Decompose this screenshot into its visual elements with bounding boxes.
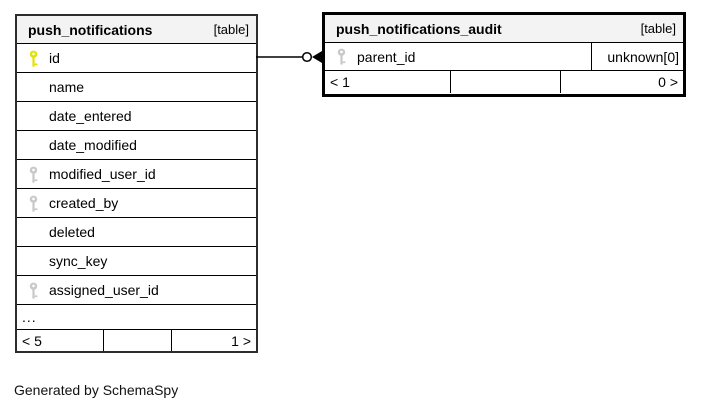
- column-name: id: [49, 50, 60, 66]
- arrowhead-icon: [312, 51, 322, 63]
- column-name: date_entered: [49, 108, 132, 124]
- column-row-sync-key: sync_key: [17, 247, 256, 276]
- column-row-assigned-user-id: assigned_user_id: [17, 276, 256, 305]
- table-footer: < 1 0 >: [325, 71, 683, 93]
- column-name: created_by: [49, 195, 119, 211]
- column-row-name: name: [17, 73, 256, 102]
- zero-cardinality-circle: [301, 51, 313, 63]
- column-name: deleted: [49, 224, 95, 240]
- column-name: assigned_user_id: [49, 282, 159, 298]
- column-name: modified_user_id: [49, 166, 156, 182]
- footer-spacer: [103, 330, 173, 351]
- column-row-id: id: [17, 44, 256, 73]
- generated-by-caption: Generated by SchemaSpy: [14, 382, 179, 398]
- foreign-key-icon: [337, 48, 346, 65]
- column-name: sync_key: [49, 253, 108, 269]
- table-header[interactable]: push_notifications [table]: [17, 16, 256, 44]
- table-name: push_notifications_audit: [336, 20, 502, 37]
- column-type-label: unknown[0]: [591, 43, 683, 70]
- column-row-date-entered: date_entered: [17, 102, 256, 131]
- incoming-count: < 1: [330, 74, 350, 90]
- table-name: push_notifications: [28, 21, 153, 38]
- column-row-modified-user-id: modified_user_id: [17, 160, 256, 189]
- column-row-created-by: created_by: [17, 189, 256, 218]
- foreign-key-icon: [29, 195, 38, 212]
- column-name: parent_id: [357, 48, 416, 65]
- column-row-parent-id: parent_id unknown[0]: [325, 43, 683, 71]
- column-row-deleted: deleted: [17, 218, 256, 247]
- column-name: date_modified: [49, 137, 137, 153]
- foreign-key-icon: [29, 166, 38, 183]
- outgoing-count: 1 >: [231, 332, 251, 349]
- column-row-date-modified: date_modified: [17, 131, 256, 160]
- table-type-label: [table]: [213, 22, 249, 37]
- footer-spacer: [450, 71, 562, 93]
- foreign-key-icon: [29, 282, 38, 299]
- outgoing-count: 0 >: [658, 74, 678, 90]
- incoming-count: < 5: [22, 332, 42, 349]
- table-node-push-notifications[interactable]: push_notifications [table] id name date_…: [15, 14, 258, 353]
- table-footer: < 5 1 >: [17, 330, 256, 351]
- primary-key-icon: [29, 50, 38, 67]
- ellipsis-row: ...: [17, 305, 256, 330]
- table-type-label: [table]: [640, 21, 676, 36]
- relationship-connector: [256, 51, 322, 63]
- column-name: name: [49, 79, 85, 95]
- table-header[interactable]: push_notifications_audit [table]: [325, 15, 683, 43]
- table-node-push-notifications-audit[interactable]: push_notifications_audit [table] parent_…: [322, 12, 686, 97]
